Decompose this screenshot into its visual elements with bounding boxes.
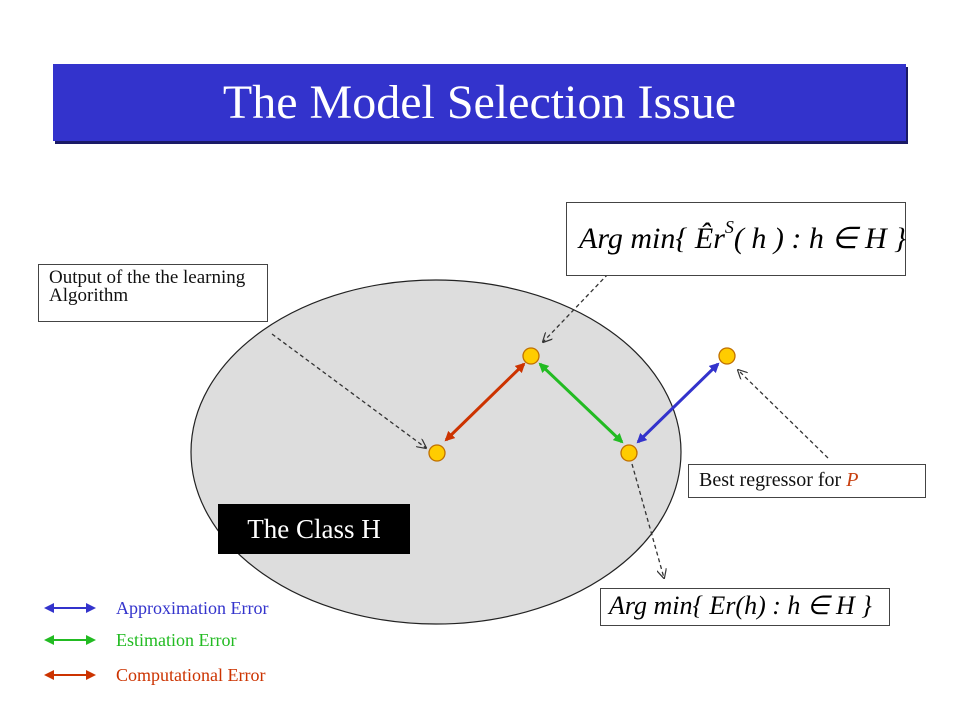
legend-estimation-label: Estimation Error (116, 630, 237, 650)
page-title: The Model Selection Issue (222, 76, 737, 129)
title-banner: The Model Selection Issue (53, 64, 906, 141)
legend-computational-label: Computational Error (116, 665, 266, 685)
best-pointer-arrow (738, 370, 829, 459)
class-h-label: The Class H (218, 504, 410, 554)
best-regressor-label-box: Best regressor for P (688, 464, 926, 498)
empirical-argmin-formula-box: Arg min{ ÊrS( h ) : h ∈ H } (566, 202, 906, 276)
true-argmin-formula: Arg min{ Er(h) : h ∈ H } (609, 591, 872, 620)
best-regressor-var: P (846, 469, 859, 491)
legend-approximation-label: Approximation Error (116, 598, 269, 618)
best-regressor-label: Best regressor for (699, 469, 847, 491)
bottom-formula-pointer-arrow (631, 463, 664, 578)
node-empirical-minimizer (522, 347, 540, 365)
node-best-regressor (718, 347, 736, 365)
empirical-argmin-formula-rest: ( h ) : h ∈ H } (733, 222, 907, 255)
output-pointer-arrow (271, 333, 426, 448)
empirical-argmin-formula: Arg min{ ÊrS( h ) : h ∈ H } (579, 217, 907, 256)
top-formula-pointer-arrow (543, 273, 609, 342)
estimation-error-arrow (538, 362, 624, 444)
approximation-error-arrow (636, 362, 720, 444)
true-argmin-formula-box: Arg min{ Er(h) : h ∈ H } (600, 588, 890, 626)
empirical-argmin-formula-main: Arg min{ Êr (579, 222, 725, 255)
class-h-label-text: The Class H (247, 513, 381, 544)
node-algorithm-output (428, 444, 446, 462)
node-class-best (620, 444, 638, 462)
algorithm-output-label-box: Output of the the learning Algorithm (38, 264, 268, 322)
computational-error-arrow (444, 362, 526, 442)
algorithm-output-label: Output of the the learning Algorithm (49, 267, 246, 306)
empirical-argmin-formula-sup: S (724, 217, 734, 237)
